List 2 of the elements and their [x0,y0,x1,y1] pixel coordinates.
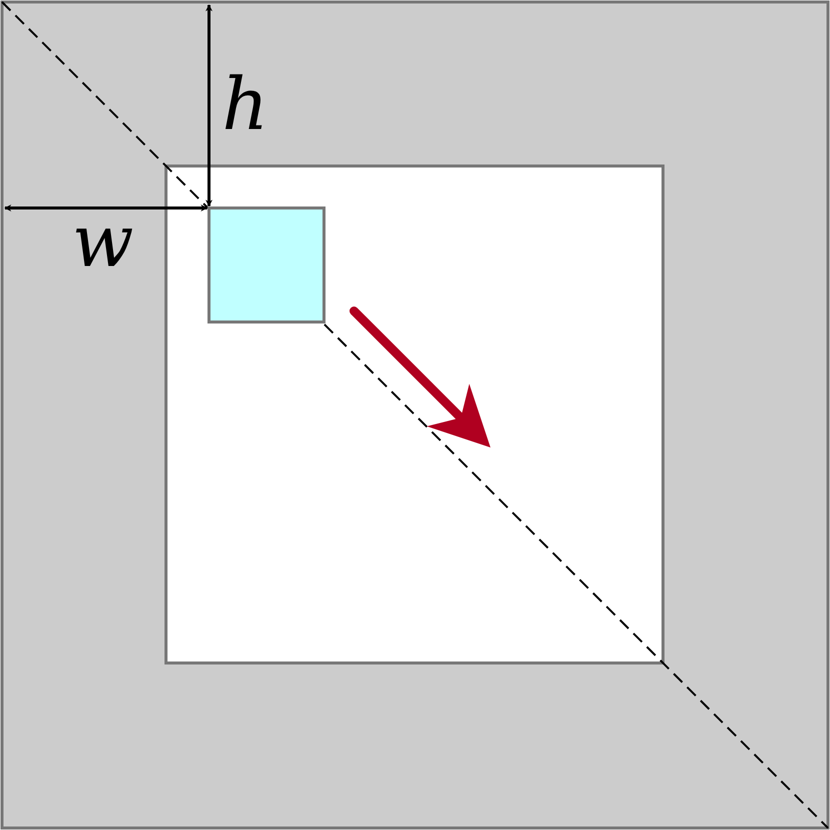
dimension-label: w [72,205,134,277]
dimension-label: h [222,68,268,140]
